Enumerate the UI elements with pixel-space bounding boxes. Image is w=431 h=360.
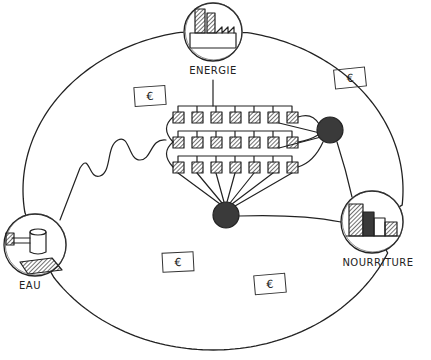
unit-square xyxy=(230,112,241,123)
hub-link xyxy=(279,137,321,148)
banknote: € xyxy=(333,66,367,89)
tower-body xyxy=(30,232,46,254)
unit-square xyxy=(249,112,260,123)
circle-stroke xyxy=(5,214,66,275)
unit-square xyxy=(192,137,203,148)
unit-square xyxy=(192,162,203,173)
ground-line xyxy=(346,235,400,236)
euro-sign: € xyxy=(266,277,274,291)
circle-outline xyxy=(340,190,404,254)
water-pipe xyxy=(12,238,30,243)
unit-square xyxy=(230,137,241,148)
building xyxy=(374,218,385,236)
resource-label: NOURRITURE xyxy=(342,257,413,268)
unit-square xyxy=(211,137,222,148)
resource-label: EAU xyxy=(19,280,41,291)
circle-stroke xyxy=(4,214,66,276)
resource-label: ENERGIE xyxy=(189,65,237,76)
building xyxy=(363,212,374,236)
bus-bracket xyxy=(178,106,292,112)
water-tap xyxy=(6,233,14,245)
unit-square xyxy=(173,137,184,148)
circle-stroke xyxy=(341,191,403,253)
unit-square xyxy=(211,112,222,123)
supply-line xyxy=(239,216,341,222)
unit-square xyxy=(249,162,260,173)
unit-square xyxy=(268,162,279,173)
energy-feed-line xyxy=(212,80,213,106)
banknote: € xyxy=(133,85,166,107)
resource-circle: NOURRITURE xyxy=(340,190,404,254)
unit-square xyxy=(287,162,298,173)
unit-square xyxy=(287,112,298,123)
unit-square xyxy=(211,162,222,173)
unit-square xyxy=(249,137,260,148)
chimney xyxy=(207,13,215,33)
supply-line xyxy=(337,142,352,197)
chimney xyxy=(195,9,205,33)
hub-fan xyxy=(178,173,292,206)
tower-top xyxy=(30,229,46,235)
unit-square xyxy=(268,137,279,148)
circle-stroke xyxy=(185,3,242,60)
hub-link xyxy=(298,116,319,124)
unit-square xyxy=(173,162,184,173)
unit-square xyxy=(173,112,184,123)
hub-link xyxy=(279,123,320,133)
building xyxy=(385,222,397,236)
ring-connector xyxy=(23,32,183,214)
bus-bracket xyxy=(178,156,292,162)
hub-circle xyxy=(213,202,239,228)
row-link xyxy=(167,142,174,167)
unit-square xyxy=(268,112,279,123)
row-link xyxy=(167,117,174,142)
water-line xyxy=(60,139,166,220)
unit-square xyxy=(192,112,203,123)
euro-sign: € xyxy=(174,255,182,268)
circle-stroke xyxy=(342,191,403,252)
factory-building xyxy=(190,33,236,48)
water-outflow xyxy=(20,258,62,274)
euro-sign: € xyxy=(146,89,154,102)
resource-circle: EAU xyxy=(3,213,67,277)
unit-square xyxy=(287,137,298,148)
banknote: € xyxy=(161,251,194,273)
unit-square xyxy=(230,162,241,173)
banknote: € xyxy=(253,273,287,296)
ring-connector xyxy=(51,251,388,350)
factory-roof xyxy=(216,27,234,33)
ring-connector xyxy=(243,33,403,207)
circle-outline xyxy=(183,2,243,62)
euro-sign: € xyxy=(346,71,354,85)
building xyxy=(349,204,363,236)
hub-circle xyxy=(317,117,343,143)
circle-outline xyxy=(3,213,67,277)
hub-link xyxy=(298,142,323,167)
circle-stroke xyxy=(184,3,242,61)
bus-bracket xyxy=(178,131,292,137)
resource-circle: ENERGIE xyxy=(183,2,243,62)
